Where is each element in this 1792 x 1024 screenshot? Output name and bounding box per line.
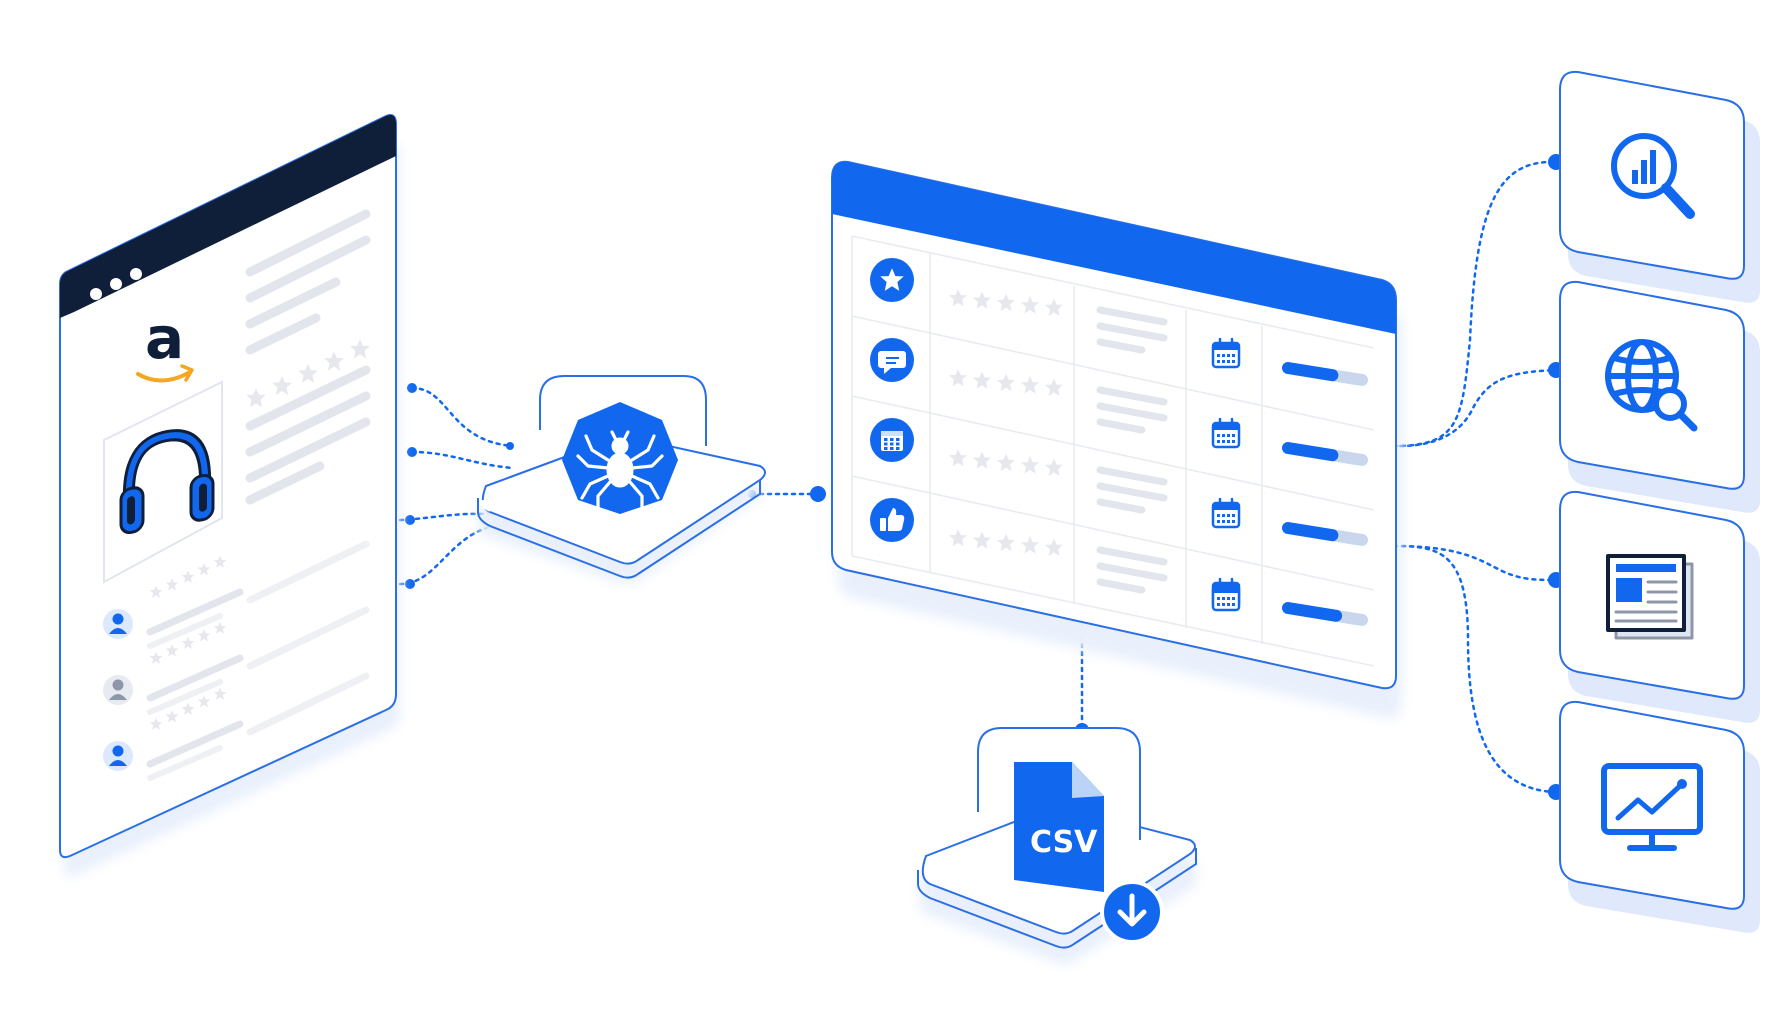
results-table-window (831, 160, 1402, 719)
description-lines (245, 209, 371, 505)
amazon-logo: a (136, 304, 194, 383)
output-cards (1559, 70, 1760, 933)
window-dot-3 (130, 268, 142, 280)
row-text-lines (1096, 306, 1168, 354)
table-row (870, 338, 1368, 466)
trend-monitor-icon (1601, 763, 1703, 851)
calendar-icon (1211, 580, 1241, 612)
row-progress-bar (1282, 522, 1368, 546)
connector-table-output-4 (1392, 544, 1558, 794)
calendar-icon (1211, 417, 1241, 449)
row-progress-bar (1282, 602, 1368, 626)
review-item (103, 540, 370, 649)
row-text-lines (1096, 386, 1168, 434)
table-row-partial (1211, 580, 1241, 612)
row-progress-bar (1282, 442, 1368, 466)
output-card[interactable] (1559, 70, 1760, 303)
browser-title-bar (60, 115, 396, 318)
output-card[interactable] (1559, 280, 1760, 513)
headphones-icon (119, 429, 215, 535)
svg-text:a: a (145, 304, 184, 372)
user-avatar-blue (103, 609, 133, 639)
web-search-icon (1605, 339, 1698, 432)
connector-table-output-1 (1392, 160, 1558, 448)
row-text-lines (1096, 546, 1168, 594)
table-row (870, 418, 1368, 546)
calendar-icon (1211, 337, 1241, 369)
window-dot-1 (90, 288, 102, 300)
calendar-icon (870, 418, 914, 462)
row-text-lines (1096, 466, 1168, 514)
table-rows (870, 258, 1368, 626)
user-avatar-blue (103, 741, 133, 771)
table-grid-lines (851, 235, 1375, 667)
user-avatar-gray (103, 675, 133, 705)
review-item (103, 606, 370, 715)
output-card[interactable] (1559, 700, 1760, 933)
analytics-search-icon (1611, 133, 1695, 219)
connector-table-output-2 (1398, 368, 1558, 448)
product-page-window: a (59, 114, 400, 878)
csv-file-icon: CSV (1014, 762, 1104, 892)
output-card[interactable] (1559, 490, 1760, 723)
review-list (103, 540, 370, 781)
connector-page-scraper-2 (410, 450, 514, 470)
table-row (870, 258, 1368, 386)
window-controls (90, 268, 142, 300)
spider-icon (576, 430, 664, 510)
connector-table-output-3 (1392, 544, 1558, 582)
download-icon[interactable] (1100, 880, 1164, 944)
comment-icon (870, 338, 914, 382)
connector-page-scraper-1 (410, 386, 514, 448)
window-dot-2 (110, 278, 122, 290)
csv-label: CSV (1030, 825, 1098, 860)
table-header-bar (832, 161, 1396, 334)
news-report-icon (1606, 554, 1694, 640)
row-progress-bar (1282, 362, 1368, 386)
csv-export-module: CSV (917, 727, 1197, 966)
star-icon (870, 258, 914, 302)
calendar-icon (1211, 497, 1241, 529)
review-item (103, 672, 370, 781)
thumbs-up-icon (870, 498, 914, 542)
scraper-module (476, 375, 766, 584)
